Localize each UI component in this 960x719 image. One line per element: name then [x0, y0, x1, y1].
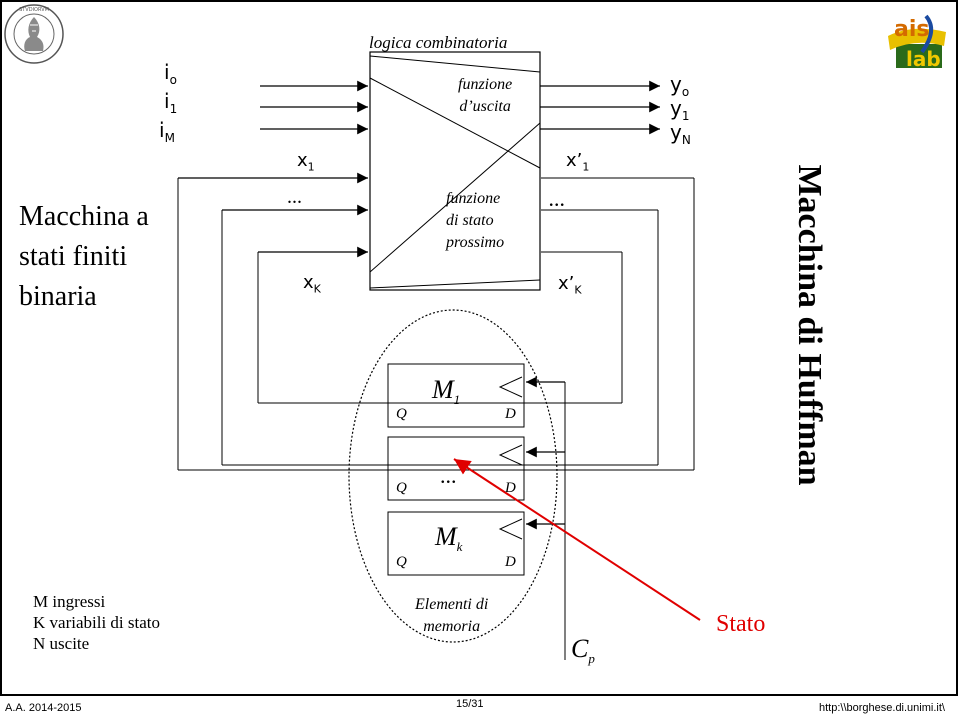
svg-text:STVDIORVM: STVDIORVM [19, 7, 49, 13]
input-label: i1 [164, 89, 178, 116]
output-label: y1 [670, 96, 690, 123]
body-text: Macchina a stati finiti binaria [19, 201, 149, 312]
output-label: yo [670, 72, 690, 99]
output-label: yN [670, 120, 691, 147]
logic-block [369, 51, 541, 291]
memory-d-label: D [505, 406, 516, 422]
memory-cell-1 [387, 363, 525, 428]
next-state-function-label: funzione di stato prossimo [446, 190, 505, 251]
memory-ellipse [348, 309, 558, 643]
state-annotation: Stato [716, 611, 766, 637]
ellipsis-label: ... [549, 186, 566, 211]
state-input-label: xK [303, 272, 321, 296]
clock-triangle [498, 376, 523, 398]
logic-block-label: logica combinatoria [369, 33, 508, 52]
legend: M ingressi K variabili di stato N uscite [33, 592, 161, 653]
memory-q-label: Q [396, 480, 407, 496]
memory-cell-2 [387, 436, 525, 501]
clock-label: Cp [571, 634, 595, 667]
footer-url: http:\\borghese.di.unimi.it\ [819, 702, 945, 714]
memory-cell-name: Mk [435, 522, 463, 555]
memory-q-label: Q [396, 554, 407, 570]
clock-triangle [498, 518, 523, 540]
slide-frame [0, 0, 958, 696]
memory-q-label: Q [396, 406, 407, 422]
clock-triangle [498, 444, 523, 466]
state-output-label: x’K [558, 273, 582, 297]
memory-d-label: D [505, 480, 516, 496]
memory-cell-name: M1 [432, 375, 461, 408]
slide-title: Macchina di Huffman [791, 164, 828, 486]
ais-lab-logo: ais lab [888, 14, 946, 71]
footer-year: A.A. 2014-2015 [5, 702, 82, 714]
state-pointer-arrow [453, 458, 701, 621]
memory-d-label: D [505, 554, 516, 570]
state-output-label: x’1 [566, 150, 590, 174]
output-function-label: funzione d’uscita [458, 76, 513, 115]
memory-cell-k [387, 511, 525, 576]
svg-text:ais: ais [894, 17, 929, 42]
footer-page-number: 15/31 [456, 698, 484, 710]
memory-label: Elementi di memoria [415, 596, 489, 635]
state-input-label: x1 [297, 150, 315, 174]
input-label: iM [159, 118, 175, 145]
ellipsis-label: ... [287, 186, 302, 208]
memory-cell-name: ... [440, 463, 457, 488]
university-seal-logo: STVDIORVM [4, 4, 64, 64]
input-label: io [164, 60, 177, 87]
